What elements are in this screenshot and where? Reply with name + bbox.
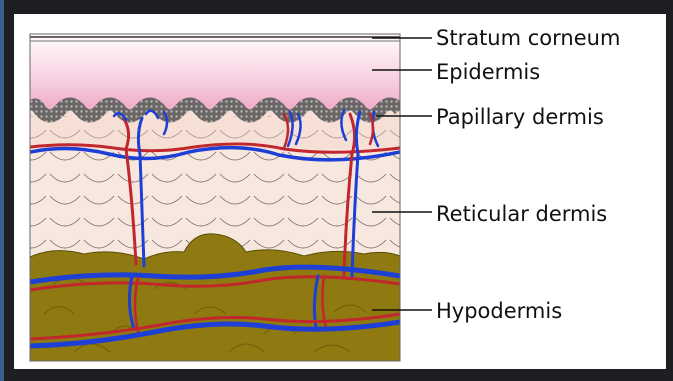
hypodermis-label: Hypodermis (436, 301, 562, 322)
epidermis-label: Epidermis (436, 62, 540, 83)
figure-panel: Stratum corneum Epidermis Papillary derm… (14, 14, 666, 369)
papillary-dermis-label: Papillary dermis (436, 107, 604, 128)
reticular-dermis-label: Reticular dermis (436, 204, 607, 225)
skin-layers-diagram (14, 14, 666, 369)
stratum-corneum-label: Stratum corneum (436, 28, 620, 49)
window-left-edge (0, 0, 4, 381)
